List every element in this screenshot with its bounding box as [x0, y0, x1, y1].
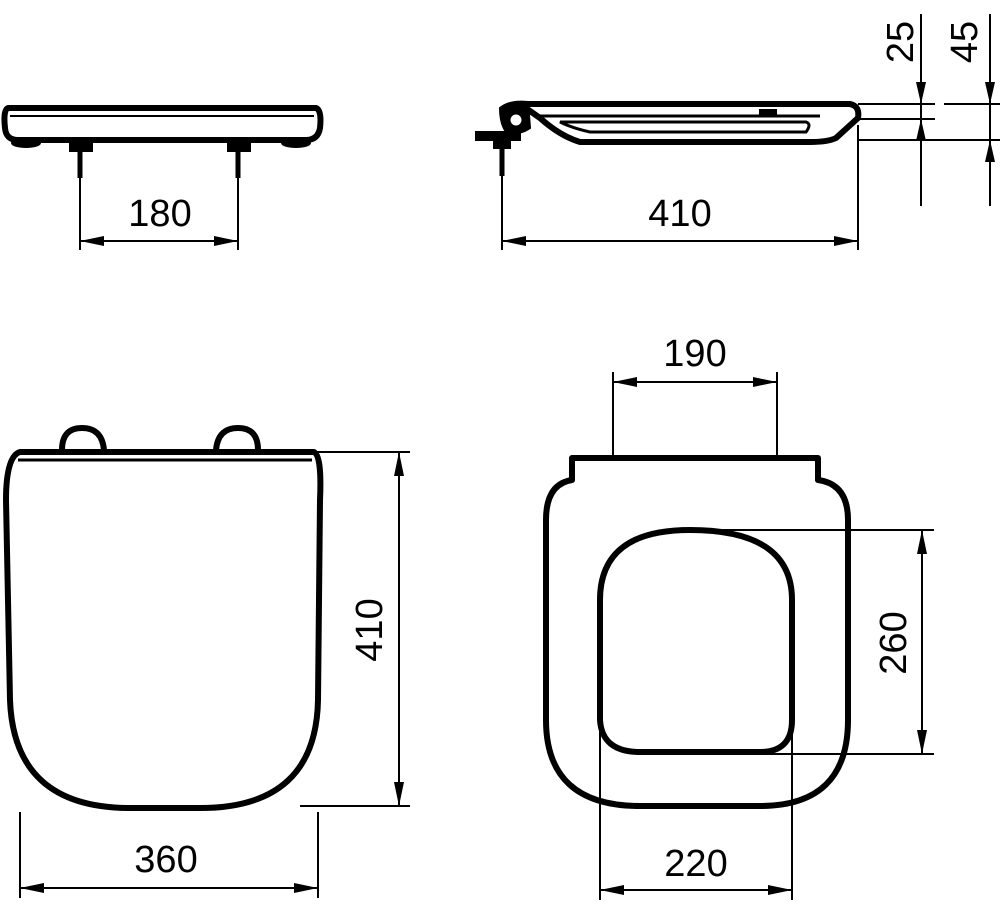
front-elevation-view — [1, 105, 324, 178]
dim-label-25: 25 — [880, 21, 922, 63]
dimension-opening-height: 260 — [690, 529, 934, 755]
dimension-total-height: 45 — [858, 14, 1000, 206]
side-elevation-view — [475, 100, 862, 176]
dimension-opening-width: 220 — [599, 680, 793, 900]
lid-top-view — [3, 425, 324, 811]
dimension-lid-thickness: 25 — [858, 14, 935, 206]
dim-label-220: 220 — [664, 843, 727, 885]
dimension-depth-side: 410 — [501, 125, 859, 250]
dim-label-410-side: 410 — [648, 193, 711, 235]
dim-label-260: 260 — [873, 611, 915, 674]
dimension-width-outer: 360 — [19, 812, 319, 898]
dim-label-45: 45 — [944, 21, 986, 63]
dimension-length-top: 410 — [300, 451, 410, 807]
dim-label-360: 360 — [134, 839, 197, 881]
dimension-hinge-spacing-top: 190 — [612, 333, 778, 458]
dim-label-410-top: 410 — [349, 598, 391, 661]
seat-ring-top-view — [543, 455, 851, 809]
dimension-hinge-spacing-side: 180 — [79, 178, 239, 250]
dim-label-190: 190 — [663, 333, 726, 375]
dim-label-180: 180 — [128, 193, 191, 235]
